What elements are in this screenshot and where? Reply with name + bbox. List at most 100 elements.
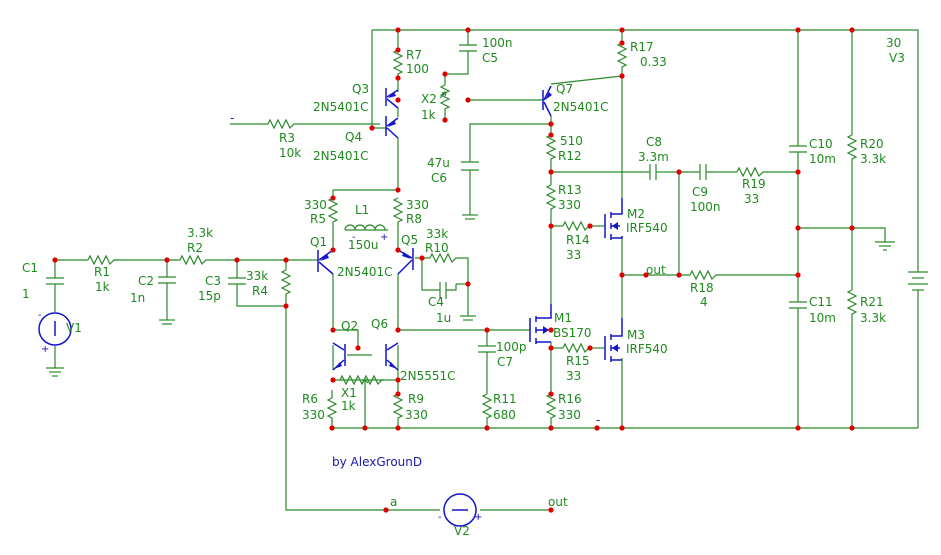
label-C10-value: 10m bbox=[809, 152, 836, 166]
transistor-Q7 bbox=[542, 85, 552, 117]
capacitor-C10 bbox=[789, 145, 807, 153]
label-C6-value: 47u bbox=[427, 156, 450, 170]
label-Q7-name: Q7 bbox=[556, 82, 573, 96]
label-C1-name: C1 bbox=[22, 261, 38, 275]
resistor-R11 bbox=[481, 393, 493, 420]
v2-plus-mark: + bbox=[474, 512, 482, 523]
label-M2-value: IRF540 bbox=[626, 221, 668, 235]
label-X1-name: X1 bbox=[341, 386, 357, 400]
label-M3-name: M3 bbox=[627, 328, 645, 342]
mosfet-M2 bbox=[604, 198, 623, 240]
label-R2-name: R2 bbox=[187, 241, 203, 255]
label-R7-value: 100 bbox=[406, 62, 429, 76]
label-R14-name: R14 bbox=[566, 233, 590, 247]
capacitors bbox=[46, 44, 807, 362]
label-C1-value: 1 bbox=[22, 287, 30, 301]
transistor-Q2 bbox=[332, 342, 346, 371]
label-R16-value: 330 bbox=[558, 408, 581, 422]
label-Q6-value: 2N5551C bbox=[400, 369, 456, 383]
label-C7-value: 100p bbox=[496, 340, 527, 354]
label-R5-name: R5 bbox=[310, 212, 326, 226]
label-R18-name: R18 bbox=[690, 281, 714, 295]
label-C3-value: 15p bbox=[198, 289, 221, 303]
resistor-R3 bbox=[267, 118, 296, 130]
label-R3-value: 10k bbox=[279, 146, 301, 160]
resistor-R5 bbox=[327, 197, 339, 232]
label-R16-name: R16 bbox=[558, 392, 582, 406]
resistors bbox=[87, 42, 858, 422]
label-C8-name: C8 bbox=[646, 135, 662, 149]
transistor-Q4 bbox=[385, 116, 399, 139]
label-R18-value: 4 bbox=[700, 295, 708, 309]
label-C5-value: 100n bbox=[482, 36, 513, 50]
label-Q4-value: 2N5401C bbox=[313, 149, 369, 163]
capacitor-C11 bbox=[789, 301, 807, 309]
label-R15-name: R15 bbox=[566, 354, 590, 368]
label-R11-value: 680 bbox=[493, 408, 516, 422]
label-C9-name: C9 bbox=[692, 185, 708, 199]
label-C7-name: C7 bbox=[497, 355, 513, 369]
v1-plus-mark: + bbox=[41, 344, 49, 355]
inductor-L1 bbox=[344, 224, 386, 231]
label-R20-name: R20 bbox=[860, 137, 884, 151]
resistor-R17 bbox=[616, 42, 628, 70]
label-Q7-value: 2N5401C bbox=[553, 100, 609, 114]
label-R8-value: 330 bbox=[406, 198, 429, 212]
label-X2-name: X2 bbox=[421, 92, 437, 106]
label-R5-value: 330 bbox=[304, 198, 327, 212]
label-V3-name: V3 bbox=[889, 51, 905, 65]
pot-X1 bbox=[339, 374, 384, 386]
label-R8-name: R8 bbox=[406, 212, 422, 226]
label-R6-name: R6 bbox=[302, 392, 318, 406]
pot-X2 bbox=[439, 84, 451, 113]
label-R14-value: 33 bbox=[566, 248, 581, 262]
label-V1-name: V1 bbox=[66, 321, 82, 335]
transistor-Q3 bbox=[385, 88, 399, 109]
label-Q2-name: Q2 bbox=[341, 319, 358, 333]
label-X1-value: 1k bbox=[341, 399, 356, 413]
label-R17-value: 0.33 bbox=[640, 55, 667, 69]
capacitor-C8 bbox=[649, 164, 657, 180]
label-Q6-name: Q6 bbox=[371, 317, 388, 331]
label-Q5-name: Q5 bbox=[401, 233, 418, 247]
resistor-R12 bbox=[545, 134, 557, 162]
label-R19-name: R19 bbox=[742, 177, 766, 191]
label-R12-name: R12 bbox=[558, 149, 582, 163]
mosfet-M1 bbox=[529, 304, 552, 344]
label-Q4-name: Q4 bbox=[345, 130, 362, 144]
label-R6-value: 330 bbox=[302, 408, 325, 422]
resistor-R4 bbox=[280, 269, 292, 297]
author-credit: by AlexGrounD bbox=[332, 455, 422, 469]
label-R10-value: 33k bbox=[426, 227, 448, 241]
label-R9-name: R9 bbox=[408, 392, 424, 406]
label-out-node: out bbox=[646, 263, 666, 277]
label-R9-value: 330 bbox=[405, 408, 428, 422]
label-R10-name: R10 bbox=[425, 241, 449, 255]
label-C8-value: 3.3m bbox=[638, 150, 669, 164]
label-R17-name: R17 bbox=[630, 40, 654, 54]
capacitor-C2 bbox=[158, 276, 176, 284]
label-C2-name: C2 bbox=[138, 274, 154, 288]
resistor-R10 bbox=[429, 252, 458, 264]
label-R13-name: R13 bbox=[558, 183, 582, 197]
capacitor-C7 bbox=[478, 345, 496, 353]
junction-dots bbox=[52, 27, 855, 513]
capacitor-C9 bbox=[699, 164, 707, 180]
ground-minus-mark: - bbox=[596, 413, 600, 427]
label-Q3-value: 2N5401C bbox=[313, 100, 369, 114]
label-L1-value: 150u bbox=[348, 238, 379, 252]
l1-plus-mark: + bbox=[380, 232, 388, 243]
label-C4-name: C4 bbox=[428, 295, 444, 309]
label-R21-value: 3.3k bbox=[860, 311, 886, 325]
label-R19-value: 33 bbox=[744, 192, 759, 206]
v1-minus-mark: - bbox=[38, 310, 42, 321]
label-R4-value: 33k bbox=[246, 269, 268, 283]
transistor-Q6 bbox=[385, 342, 399, 371]
resistor-R15 bbox=[562, 342, 590, 354]
resistor-R21 bbox=[846, 289, 858, 317]
label-C6-name: C6 bbox=[431, 171, 447, 185]
label-Q1-name: Q1 bbox=[310, 235, 327, 249]
resistor-R6 bbox=[326, 397, 338, 422]
label-R2-value: 3.3k bbox=[187, 226, 213, 240]
